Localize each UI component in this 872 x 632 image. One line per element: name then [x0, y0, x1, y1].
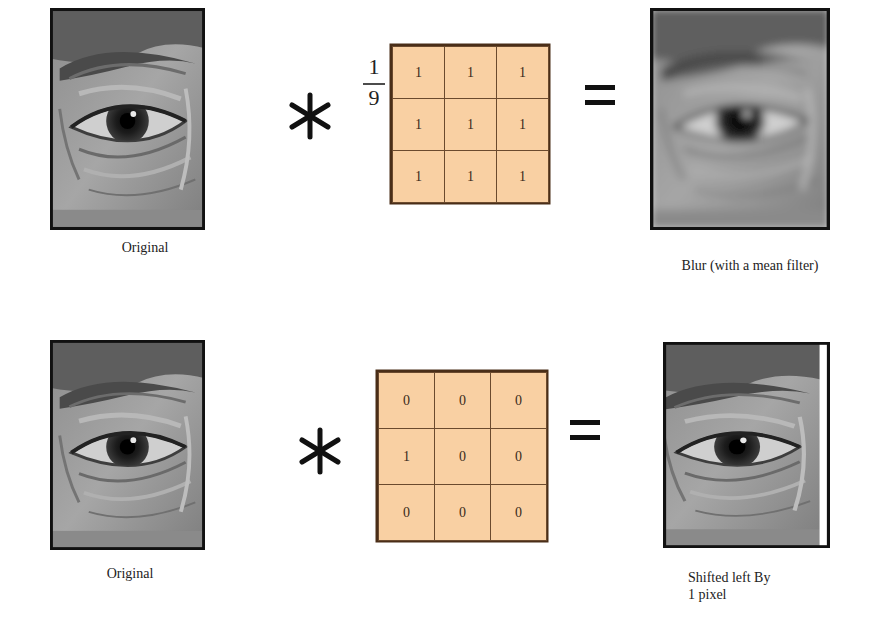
kernel-value: 1 — [467, 65, 474, 81]
kernel-value: 0 — [459, 449, 466, 465]
kernel-value: 0 — [515, 393, 522, 409]
kernel-value: 0 — [403, 393, 410, 409]
kernel-cell: 1 — [496, 150, 549, 203]
kernel-cell: 0 — [490, 372, 547, 429]
image-caption: Original — [95, 240, 195, 257]
kernel-value: 1 — [467, 117, 474, 133]
kernel-cell: 1 — [444, 98, 497, 151]
kernel-value: 1 — [415, 65, 422, 81]
kernel-cell: 1 — [496, 46, 549, 99]
image-caption: Blur (with a mean filter) — [632, 258, 868, 275]
kernel-cell: 0 — [434, 484, 491, 541]
kernel-value: 0 — [515, 505, 522, 521]
image-caption: Original — [80, 566, 180, 583]
kernel-cell: 0 — [434, 372, 491, 429]
fraction-numerator: 1 — [362, 56, 386, 78]
kernel-cell: 0 — [490, 484, 547, 541]
kernel-cell: 0 — [490, 428, 547, 485]
kernel-cell: 1 — [392, 98, 445, 151]
kernel-cell: 1 — [444, 46, 497, 99]
kernel-cell: 1 — [378, 428, 435, 485]
kernel-value: 1 — [415, 169, 422, 185]
kernel-cell: 1 — [392, 46, 445, 99]
kernel-value: 1 — [415, 117, 422, 133]
kernel-cell: 1 — [392, 150, 445, 203]
kernel-value: 0 — [459, 505, 466, 521]
kernel-value: 1 — [403, 449, 410, 465]
kernel-value: 0 — [515, 449, 522, 465]
kernel-value: 1 — [519, 65, 526, 81]
fraction-denominator: 9 — [362, 87, 386, 109]
kernel-cell: 0 — [378, 372, 435, 429]
kernel-cell: 0 — [434, 428, 491, 485]
kernel-value: 1 — [519, 117, 526, 133]
kernel-cell: 0 — [378, 484, 435, 541]
image-caption: Shifted left By 1 pixel — [688, 570, 772, 604]
kernel-value: 0 — [403, 505, 410, 521]
kernel-value: 1 — [467, 169, 474, 185]
kernel-cell: 1 — [444, 150, 497, 203]
kernel-value: 0 — [459, 393, 466, 409]
kernel-value: 1 — [519, 169, 526, 185]
kernel-cell: 1 — [496, 98, 549, 151]
